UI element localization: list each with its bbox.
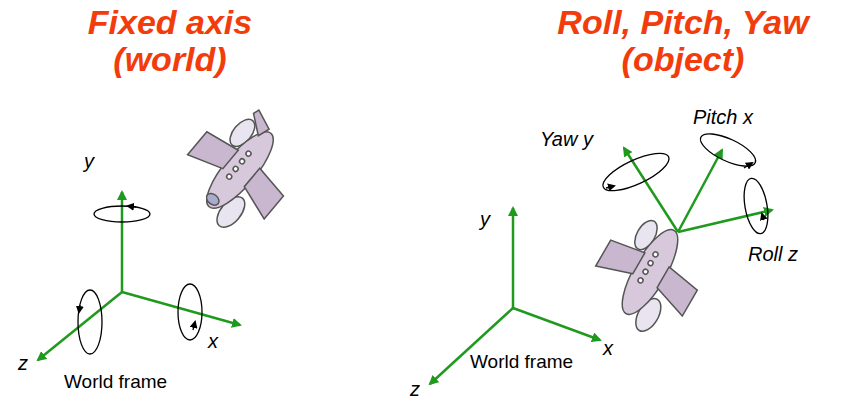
frame-label: World frame (470, 352, 573, 373)
axis-label: Yaw y (540, 128, 593, 150)
axis-label: Pitch x (693, 106, 753, 128)
axis-label: y (480, 208, 490, 230)
frame-label: World frame (64, 372, 167, 393)
axis-label: Roll z (748, 243, 798, 265)
axis-label: z (18, 352, 28, 374)
panel-title: Roll, Pitch, Yaw (object) (518, 4, 848, 79)
axis-label: x (603, 337, 613, 359)
axis-label: z (410, 378, 420, 400)
panel-title: Fixed axis (world) (70, 4, 270, 79)
axis-label: y (84, 150, 94, 172)
axis-label: x (208, 330, 218, 352)
